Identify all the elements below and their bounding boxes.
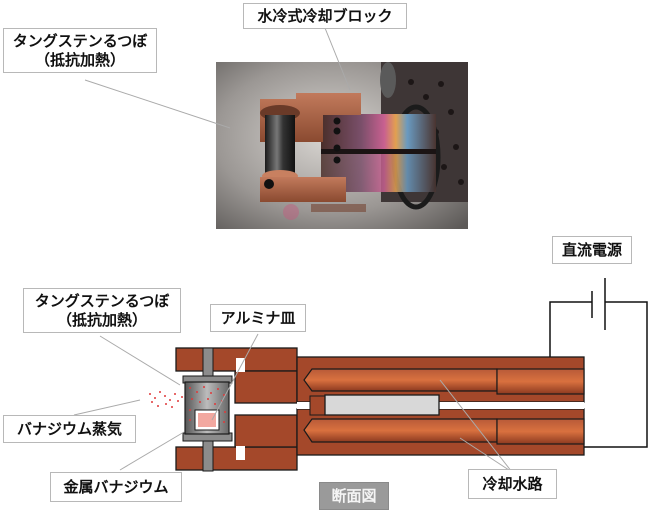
label-dc-power-supply: 直流電源: [552, 236, 632, 264]
label-alumina-dish: アルミナ皿: [210, 304, 306, 332]
cross-section-leaders: [73, 333, 513, 473]
dc-circuit-wires: [549, 278, 648, 448]
label-line: タングステンるつぼ: [34, 292, 170, 310]
label-vanadium-vapor: バナジウム蒸気: [3, 415, 136, 443]
label-line: （抵抗加熱）: [56, 311, 147, 329]
cross-section-title: 断面図: [319, 482, 389, 510]
photo-illustration: [216, 62, 468, 229]
leader-line: [324, 27, 351, 91]
label-tungsten-crucible-photo: タングステンるつぼ （抵抗加熱）: [3, 28, 157, 73]
label-line: タングステンるつぼ: [12, 32, 148, 50]
vanadium-vapor-dots: [149, 386, 226, 423]
label-cooling-water-channel: 冷却水路: [468, 469, 557, 499]
label-line: （抵抗加熱）: [34, 51, 125, 69]
cooling-tube-body: [296, 356, 585, 456]
evaporator-photo: [216, 62, 468, 229]
label-water-cooled-block: 水冷式冷却ブロック: [243, 3, 407, 29]
tungsten-crucible: [182, 347, 233, 472]
alumina-insulator: [324, 394, 440, 416]
leader-line: [84, 79, 231, 129]
label-tungsten-crucible-section: タングステンるつぼ （抵抗加熱）: [23, 288, 181, 333]
label-metal-vanadium: 金属バナジウム: [50, 472, 182, 502]
